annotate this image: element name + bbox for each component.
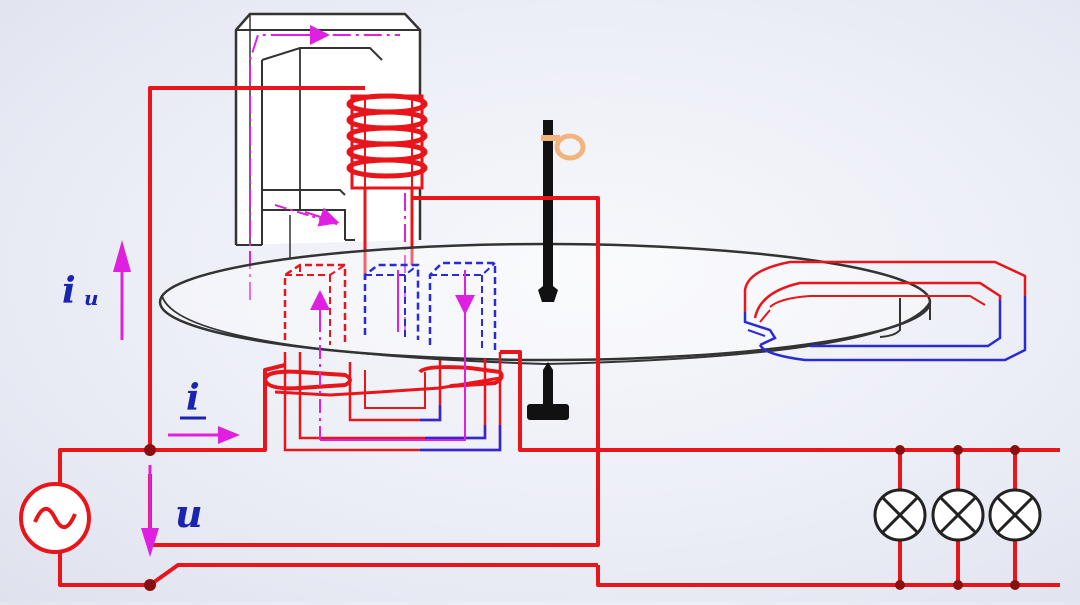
u-arrow	[141, 465, 159, 557]
voltage-coil	[346, 93, 428, 280]
i-label: i	[180, 377, 206, 420]
lamp-icon	[988, 488, 1042, 542]
spindle	[527, 120, 586, 420]
junction-dots	[144, 444, 1020, 591]
iu-label-main: i	[62, 270, 76, 312]
lamp-icon	[931, 488, 985, 542]
u-label: u	[175, 491, 203, 536]
iu-label-subscript: u	[84, 286, 99, 310]
ac-source-icon	[19, 482, 91, 554]
i-arrow	[168, 426, 240, 444]
i-label-text: i	[186, 377, 200, 419]
iu-arrow	[113, 240, 131, 340]
current-electromagnet	[262, 261, 504, 452]
brake-magnet	[743, 260, 1027, 362]
lamp-icon	[873, 488, 927, 542]
iu-label: i u	[62, 270, 99, 312]
